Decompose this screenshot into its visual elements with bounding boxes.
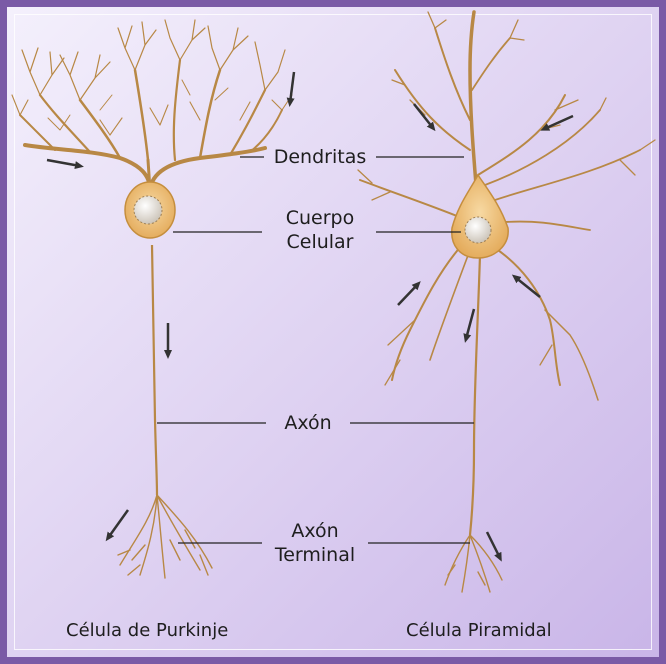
arrow-icon bbox=[485, 531, 502, 562]
purkinje-nucleus bbox=[133, 195, 163, 225]
purkinje-dendrite-tree bbox=[11, 19, 293, 192]
pyramidal-axon-terminal bbox=[444, 534, 503, 593]
label-axon: Axón bbox=[284, 412, 332, 434]
label-axon-terminal-line2: Terminal bbox=[274, 544, 356, 566]
caption-pyramidal-cell: Célula Piramidal bbox=[406, 620, 552, 641]
label-cell-body-line1: Cuerpo bbox=[285, 207, 355, 229]
arrow-icon bbox=[540, 114, 574, 131]
label-cell-body-line2: Celular bbox=[286, 231, 354, 253]
frame-inner-border bbox=[14, 14, 652, 650]
arrow-icon bbox=[105, 509, 130, 542]
arrow-icon bbox=[397, 281, 421, 306]
label-cell-body: Cuerpo Celular bbox=[266, 206, 374, 254]
arrow-icon bbox=[286, 71, 296, 107]
pyramidal-nucleus bbox=[464, 216, 492, 244]
arrow-icon bbox=[511, 274, 541, 298]
signal-arrows bbox=[46, 71, 574, 562]
arrow-icon bbox=[46, 158, 84, 170]
arrow-icon bbox=[463, 308, 476, 343]
purkinje-axon bbox=[150, 244, 159, 496]
label-axon-terminal: Axón Terminal bbox=[264, 519, 366, 567]
label-dendrites: Dendritas bbox=[273, 146, 367, 168]
caption-purkinje-cell: Célula de Purkinje bbox=[66, 620, 229, 641]
leader-lines bbox=[157, 156, 474, 544]
pyramidal-axon bbox=[468, 254, 482, 536]
purkinje-axon-terminal bbox=[117, 494, 213, 579]
arrow-icon bbox=[413, 103, 436, 132]
pyramidal-cell-body bbox=[451, 173, 509, 259]
label-axon-terminal-line1: Axón bbox=[291, 520, 339, 542]
pyramidal-dendrites bbox=[357, 10, 656, 401]
purkinje-cell bbox=[11, 19, 293, 579]
